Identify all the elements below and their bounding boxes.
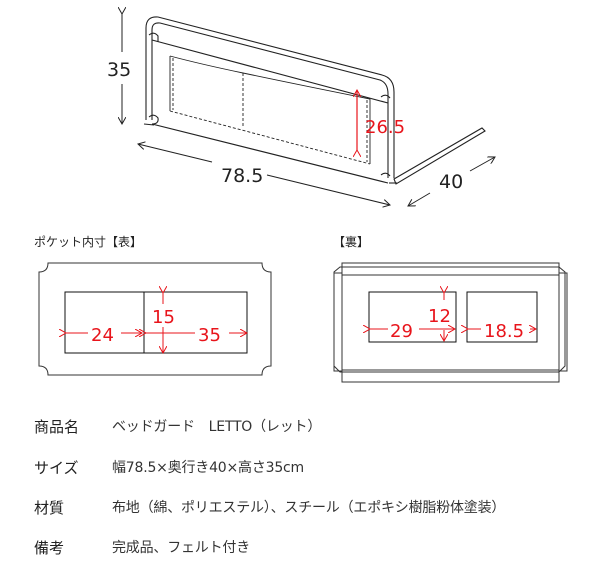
pocket-front-left-width: 24: [91, 325, 114, 346]
spec-value: ベッドガード LETTO（レット）: [112, 419, 322, 435]
bed-guard-drawing: 35 26.5 78.5: [107, 0, 600, 220]
spec-value: 完成品、フェルト付き: [112, 540, 250, 556]
spec-row-material: 材質 布地（綿、ポリエステル）、スチール（エポキシ樹脂粉体塗装）: [34, 495, 505, 519]
spec-row-product-name: 商品名 ベッドガード LETTO（レット）: [34, 414, 321, 438]
spec-row-size: サイズ 幅78.5×奥行き40×高さ35cm: [34, 455, 304, 479]
pocket-back-left-width: 29: [390, 321, 413, 342]
pocket-back-height: 12: [428, 306, 451, 327]
depth-dimension-arrow: [408, 157, 495, 206]
pocket-front-height: 15: [152, 307, 175, 328]
spec-row-notes: 備考 完成品、フェルト付き: [34, 535, 250, 559]
width-dimension-arrow: [138, 144, 390, 205]
bed-guard-frame: [143, 16, 486, 185]
depth-label: 40: [439, 171, 463, 193]
spec-key: 備考: [34, 538, 65, 557]
spec-value: 幅78.5×奥行き40×高さ35cm: [112, 460, 304, 476]
height-label: 35: [107, 59, 131, 81]
pocket-front-title: ポケット内寸【表】: [34, 235, 143, 249]
front-pocket-outline: [169, 55, 371, 165]
spec-key: サイズ: [34, 458, 79, 477]
spec-key: 商品名: [34, 417, 80, 436]
pocket-front-right-width: 35: [198, 325, 221, 346]
panel-height-label: 26.5: [365, 117, 405, 138]
width-label: 78.5: [221, 165, 263, 187]
pocket-back-title: 【裏】: [333, 235, 370, 249]
pocket-back-right-width: 18.5: [484, 321, 524, 342]
spec-value: 布地（綿、ポリエステル）、スチール（エポキシ樹脂粉体塗装）: [112, 500, 506, 516]
spec-key: 材質: [34, 498, 65, 517]
